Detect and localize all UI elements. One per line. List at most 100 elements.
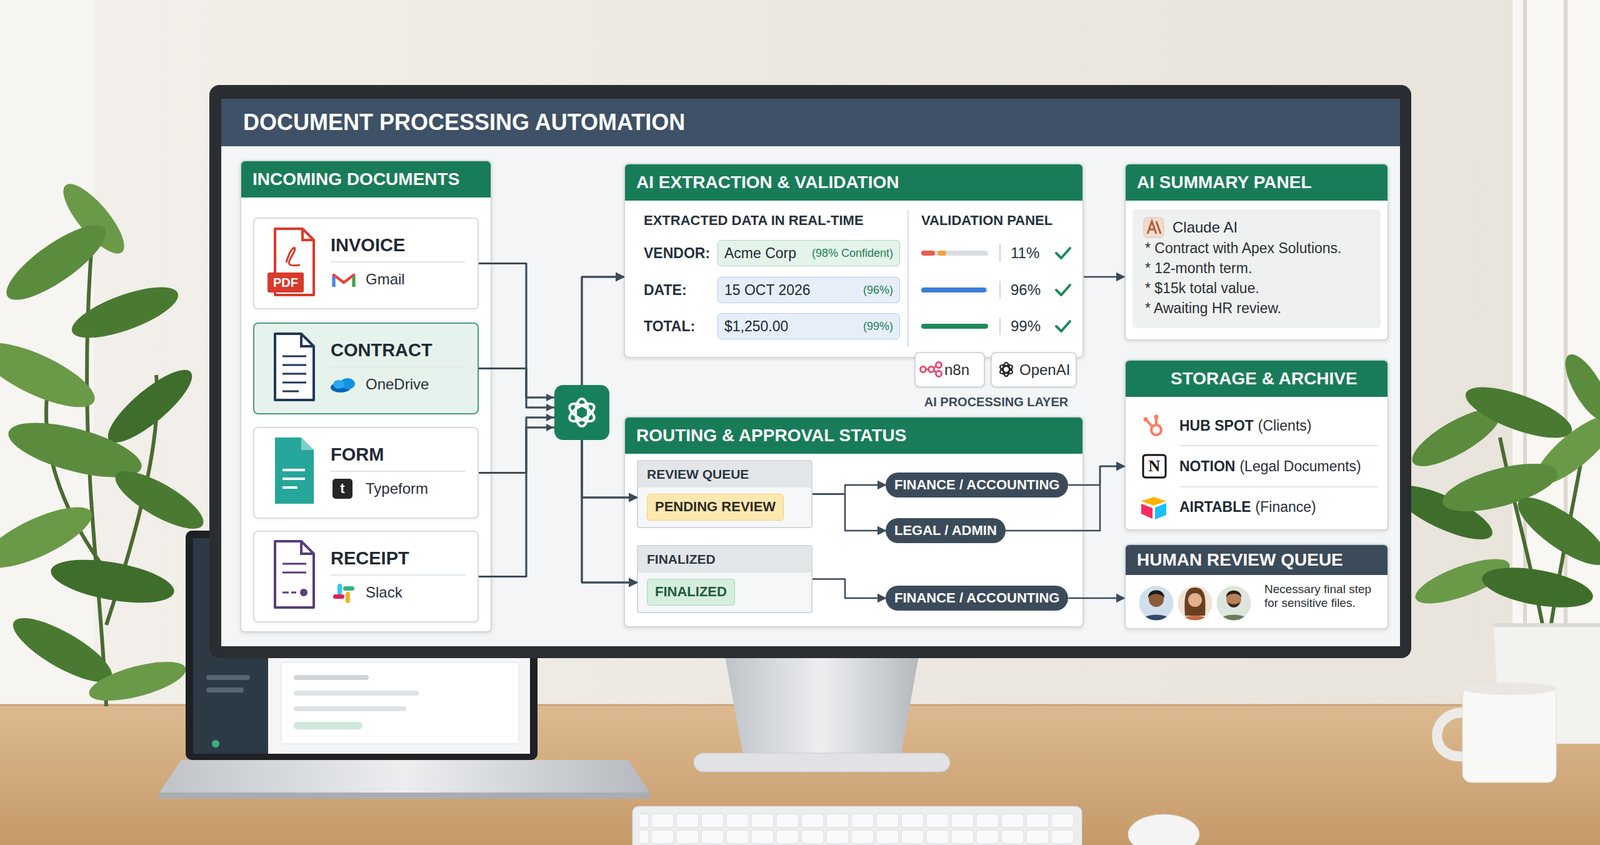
status-pill: FINALIZED xyxy=(646,578,735,606)
connector xyxy=(812,579,886,599)
openai-logo xyxy=(998,363,1014,376)
n8n-logo xyxy=(936,362,942,369)
openai-hub xyxy=(566,400,597,425)
routing-panel: ROUTING & APPROVAL STATUSREVIEW QUEUEPEN… xyxy=(623,416,1084,628)
document-card: CONTRACTOneDrive xyxy=(253,322,479,415)
validation-bar xyxy=(921,323,989,329)
left-plant xyxy=(66,276,184,349)
confidence-score: (98% Confident) xyxy=(811,246,894,260)
logo-letter: N xyxy=(1148,455,1161,477)
laptop xyxy=(159,760,650,793)
n8n-logo xyxy=(936,371,942,377)
left-plant xyxy=(47,551,177,611)
onedrive-logo xyxy=(330,382,351,393)
slack-logo xyxy=(345,591,350,604)
pdf-icon xyxy=(275,228,314,295)
validation-bar xyxy=(921,250,989,329)
input-panel: INCOMING DOCUMENTSINVOICEGmailCONTRACTOn… xyxy=(240,160,492,633)
contract-icon xyxy=(275,333,314,400)
layer-caption: AI PROCESSING LAYER xyxy=(924,393,1069,411)
label-holder: AIRTABLE(Finance) xyxy=(1179,496,1317,518)
connector xyxy=(812,485,886,495)
queue-box: FINALIZEDFINALIZED xyxy=(636,545,813,614)
validation-bar xyxy=(937,250,947,256)
check-mark xyxy=(1056,285,1070,295)
contract-icon xyxy=(275,333,314,400)
validation-bar xyxy=(921,250,989,256)
onedrive-logo xyxy=(330,378,355,393)
reviewer-avatar xyxy=(1215,584,1253,625)
reviewer-avatar xyxy=(1184,587,1205,616)
slack-logo xyxy=(337,583,342,595)
laptop xyxy=(293,721,363,730)
panel-heading: HUMAN REVIEW QUEUE xyxy=(1125,545,1388,575)
reviewer-avatar xyxy=(1138,585,1175,622)
summary-box: Claude AI* Contract with Apex Solutions.… xyxy=(1132,209,1381,329)
connector xyxy=(478,263,637,583)
status-text: PENDING REVIEW xyxy=(655,494,776,520)
mug xyxy=(1462,687,1557,783)
n8n-logo xyxy=(920,366,927,373)
reviewer-avatar xyxy=(1188,593,1202,607)
notion-logo xyxy=(1143,455,1166,478)
tool-name: n8n xyxy=(944,361,970,379)
summary-bullet: * 12-month term. xyxy=(1145,258,1375,279)
label-holder: 99% xyxy=(1010,315,1041,337)
reviewer-avatar xyxy=(1137,584,1253,625)
airtable-logo xyxy=(1141,496,1167,520)
keyboard xyxy=(640,812,1075,845)
reviewer-avatar xyxy=(1137,584,1175,622)
source-app: Slack xyxy=(330,582,465,603)
label-holder: 96% xyxy=(1010,279,1041,301)
connector xyxy=(478,276,624,408)
source-app: OneDrive xyxy=(330,374,465,395)
right-plant xyxy=(1493,623,1600,627)
n8n-logo xyxy=(920,362,942,377)
openai-logo xyxy=(998,363,1014,376)
summary-bullet: * Contract with Apex Solutions. xyxy=(1145,238,1375,259)
label-holder: DATE: xyxy=(643,279,687,301)
label-holder: PDF xyxy=(273,273,299,292)
queue-box: REVIEW QUEUEPENDING REVIEW xyxy=(636,460,813,529)
reviewer-avatar xyxy=(1226,591,1242,607)
laptop xyxy=(211,740,220,748)
route-name: FINANCE / ACCOUNTING xyxy=(894,585,1060,611)
warning-icon xyxy=(1358,548,1382,570)
summary-bullet: * Awaiting HR review. xyxy=(1145,298,1375,319)
reviewer-avatar xyxy=(1176,615,1214,625)
laptop xyxy=(281,662,519,744)
airtable-logo xyxy=(1155,503,1167,520)
hubspot-logo xyxy=(1151,425,1162,435)
openai-logo xyxy=(998,362,1014,377)
hub-arrowheads xyxy=(546,423,554,432)
app-purpose: (Clients) xyxy=(1258,415,1312,437)
title-holder: DOCUMENT PROCESSING AUTOMATION xyxy=(243,106,685,139)
document-type: FORM xyxy=(330,443,465,472)
data-field: Acme Corp(98% Confident) xyxy=(717,240,900,267)
app-name: NOTION xyxy=(1179,455,1235,477)
hubspot-logo xyxy=(1143,417,1149,422)
laptop xyxy=(159,792,650,799)
note-text: Necessary final step for sensitive files… xyxy=(1264,582,1380,610)
document-type: INVOICE xyxy=(330,233,465,263)
app-name: HUB SPOT xyxy=(1179,415,1254,437)
n8n-logo xyxy=(926,366,937,373)
monitor xyxy=(209,85,1412,659)
connector xyxy=(478,427,637,583)
hub-arrowheads xyxy=(546,403,554,412)
validation-bar xyxy=(921,250,935,256)
openai-hub xyxy=(566,400,597,425)
connector xyxy=(812,494,886,532)
laptop xyxy=(293,706,407,712)
gmail-logo xyxy=(333,275,354,287)
data-field: $1,250.00(99%) xyxy=(717,313,900,340)
pdf-icon xyxy=(267,272,304,293)
right-plant xyxy=(1479,560,1597,615)
file-type: PDF xyxy=(273,273,299,292)
panel-heading: AI SUMMARY PANEL xyxy=(1125,164,1388,201)
left-plant xyxy=(0,330,103,420)
check-mark xyxy=(1056,321,1070,332)
reviewer-avatar xyxy=(1215,615,1253,626)
route-name: FINANCE / ACCOUNTING xyxy=(894,472,1060,498)
tool-badge: OpenAI xyxy=(990,351,1077,388)
